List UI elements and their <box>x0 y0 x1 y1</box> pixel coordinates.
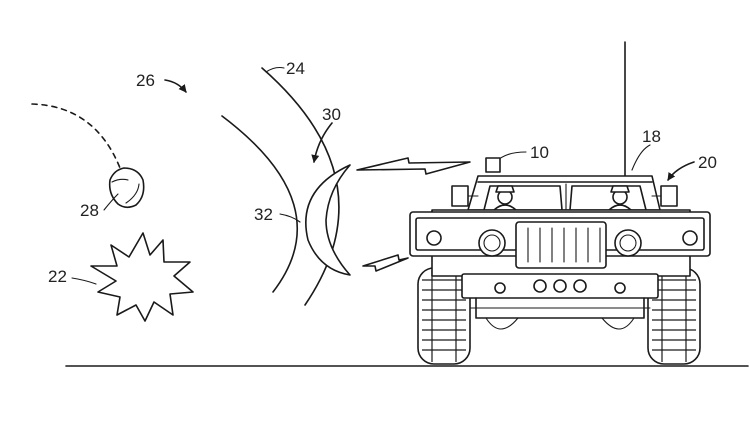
ref-30: 30 <box>322 105 341 124</box>
ref-22: 22 <box>48 267 67 286</box>
explosion-icon <box>90 232 194 322</box>
wave-arc-inner <box>221 115 299 293</box>
leader-22 <box>71 277 97 285</box>
leader-26 <box>164 79 187 93</box>
ref-20: 20 <box>698 153 717 172</box>
leader-28 <box>103 193 119 211</box>
occupant-left <box>493 185 517 211</box>
tire-right <box>647 267 701 365</box>
crescent-barrier <box>305 164 351 276</box>
leader-18 <box>631 144 651 171</box>
leader-30 <box>311 122 333 163</box>
projectile-trajectory <box>31 103 121 169</box>
projectile-icon <box>108 167 145 209</box>
leader-20 <box>667 161 695 181</box>
ref-18: 18 <box>642 127 661 146</box>
ref-10: 10 <box>530 143 549 162</box>
leader-32 <box>279 213 301 223</box>
leader-24 <box>265 66 285 73</box>
tire-left <box>417 267 471 365</box>
ref-24: 24 <box>286 59 305 78</box>
ref-32: 32 <box>254 205 273 224</box>
ref-26: 26 <box>136 71 155 90</box>
lightning-bolt-lower <box>362 254 409 272</box>
ref-28: 28 <box>80 201 99 220</box>
vehicle-humvee <box>409 41 711 365</box>
lightning-bolt-upper <box>356 157 471 175</box>
